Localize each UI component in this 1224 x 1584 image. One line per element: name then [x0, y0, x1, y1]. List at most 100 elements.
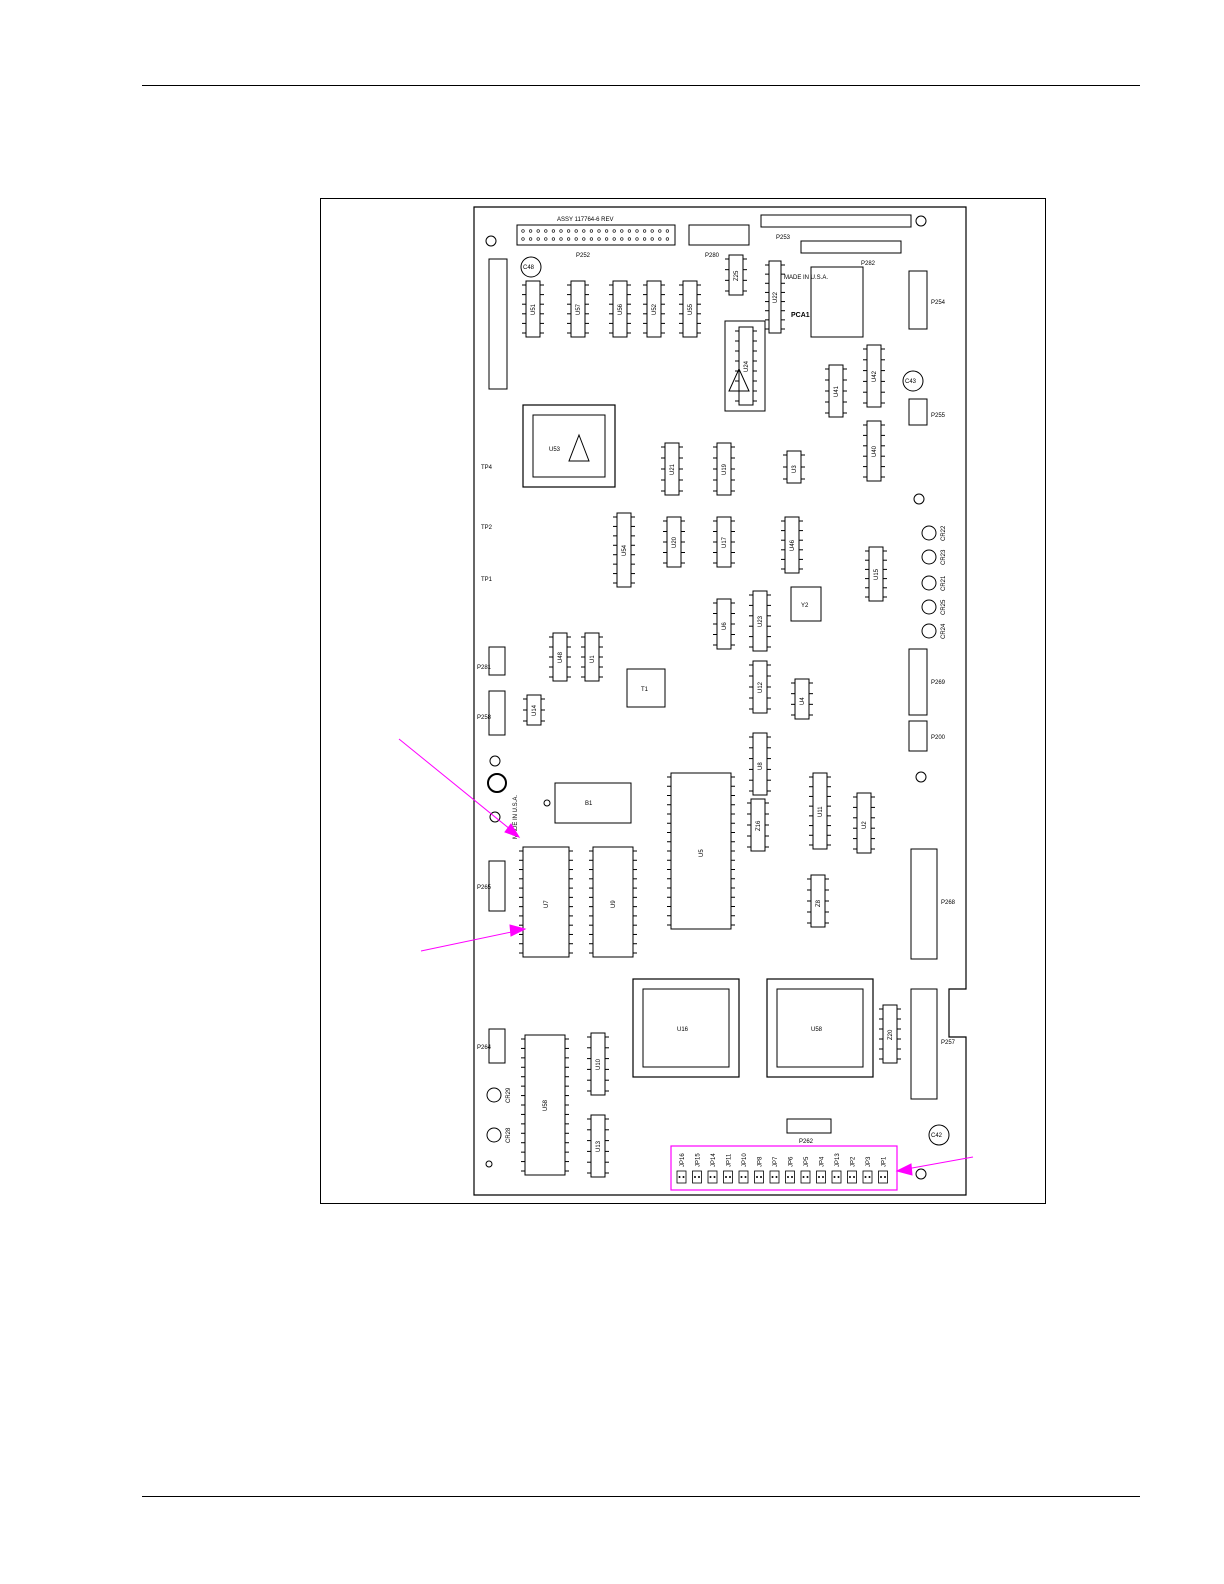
- ic-u6: U6: [713, 598, 735, 650]
- component-label: U52: [652, 303, 658, 315]
- ic-u15: U15: [865, 546, 887, 602]
- connector-p253: [760, 214, 912, 228]
- component-label: U3: [792, 465, 798, 473]
- connector-p200: [908, 720, 928, 752]
- jumper-label: JP1: [882, 1156, 888, 1167]
- component-label: CR23: [941, 549, 947, 565]
- mounting-hole: [485, 235, 497, 247]
- component-label: C42: [931, 1133, 943, 1139]
- jumper-label: JP15: [696, 1153, 702, 1167]
- capacitor-c48: [520, 256, 542, 278]
- jumper-jp7: JP7: [769, 1156, 780, 1184]
- ic-u58: U58: [521, 1034, 569, 1176]
- ic-z20: Z20: [879, 1004, 901, 1064]
- footer-rule: [142, 1496, 1140, 1497]
- connector-p268: [910, 848, 938, 960]
- component-label: U11: [818, 806, 824, 817]
- ic-u4: U4: [791, 678, 813, 720]
- ic-z8: Z8: [807, 874, 829, 928]
- connector-p258: [488, 690, 506, 736]
- component-label: C48: [523, 265, 535, 271]
- ic-u41: U41: [825, 364, 847, 418]
- component-label: U57: [576, 303, 582, 315]
- header-rule: [142, 85, 1140, 86]
- board-marking: PCA1: [791, 312, 810, 319]
- component-label: U12: [758, 681, 764, 693]
- connector-label: P255: [931, 413, 946, 419]
- ic-u12: U12: [749, 660, 771, 714]
- ic-u18: [632, 978, 740, 1078]
- component-label: U19: [722, 463, 728, 475]
- connector-p262: [786, 1118, 832, 1134]
- tp-label: TP1: [481, 577, 493, 583]
- jumper-jp1: JP1: [878, 1156, 888, 1184]
- component-label: U41: [834, 385, 840, 397]
- ic-u53: [522, 404, 616, 488]
- jumper-label: JP16: [680, 1153, 686, 1167]
- ic-u8: U8: [749, 732, 771, 796]
- dip-switch-block: [810, 266, 864, 338]
- component-label: CR22: [941, 525, 947, 541]
- ic-u48: U48: [549, 632, 571, 682]
- jumper-label: JP14: [711, 1153, 717, 1167]
- led-cr22: CR22: [921, 525, 947, 541]
- jumper-block-highlight: [670, 1145, 898, 1191]
- capacitor-c43: [902, 370, 924, 392]
- connector-p254: [908, 270, 928, 330]
- ic-u40: U40: [863, 420, 885, 482]
- ic-u55: U55: [679, 280, 701, 338]
- jumper-jp6: JP6: [785, 1156, 795, 1184]
- ic-u20: U20: [663, 516, 685, 568]
- jumper-label: JP8: [758, 1156, 764, 1167]
- component-label: CR21: [941, 575, 947, 591]
- connector-label: P252: [576, 253, 591, 259]
- mounting-hole: [915, 771, 927, 783]
- jumper-jp2: JP2: [847, 1156, 857, 1184]
- connector-label: P265: [477, 885, 492, 891]
- jumper-label: JP6: [789, 1156, 795, 1167]
- figure-frame: ASSY 117764-6 REV P252 P280 P253 P282 U5…: [320, 198, 1046, 1204]
- ic-u9: U9: [589, 846, 637, 958]
- made-in-side: MADE IN U.S.A.: [513, 795, 519, 839]
- connector-p252: [516, 224, 676, 246]
- component-label: U16: [677, 1027, 689, 1033]
- component-label: T1: [641, 687, 649, 693]
- connector-label: P200: [931, 735, 946, 741]
- component-label: U1: [590, 655, 596, 663]
- connector-p269: [908, 648, 928, 716]
- component-label: U14: [532, 704, 538, 716]
- connector-p257: [910, 988, 938, 1100]
- jumper-jp5: JP5: [800, 1156, 811, 1184]
- ic-u25: Z25: [725, 254, 747, 296]
- mounting-hole: [485, 1160, 493, 1168]
- component-label: B1: [585, 801, 593, 807]
- connector-p255: [908, 398, 928, 426]
- ic-u17: U17: [713, 516, 735, 568]
- component-label: U7: [544, 900, 550, 908]
- component-label: U10: [596, 1058, 602, 1070]
- connector-label: P280: [705, 253, 720, 259]
- pcb-diagram: ASSY 117764-6 REV P252 P280 P253 P282 U5…: [398, 206, 974, 1196]
- ic-u54: U54: [613, 512, 635, 588]
- component-label: U23: [758, 615, 764, 627]
- connector-label: P269: [931, 680, 946, 686]
- led-cr29: CR29: [486, 1087, 512, 1103]
- connector-p264: [488, 1028, 506, 1064]
- jumper-label: JP13: [835, 1153, 841, 1167]
- ic-u42: U42: [863, 344, 885, 408]
- component-label: U48: [558, 651, 564, 663]
- component-label: U53: [549, 447, 561, 453]
- left-header: [488, 258, 508, 390]
- jumper-jp15: JP15: [692, 1153, 702, 1184]
- connector-label: P253: [776, 235, 791, 241]
- component-label: U5: [699, 849, 705, 857]
- component-label: Y2: [801, 603, 809, 609]
- jumper-label: JP11: [727, 1153, 733, 1167]
- ic-u1: U1: [581, 632, 603, 682]
- connector-label: P257: [941, 1040, 956, 1046]
- mounting-hole: [913, 493, 925, 505]
- component-label: C43: [905, 379, 917, 385]
- ic-u5: U5: [667, 772, 735, 930]
- ic-u16: [766, 978, 874, 1078]
- led-cr21: CR21: [921, 575, 947, 591]
